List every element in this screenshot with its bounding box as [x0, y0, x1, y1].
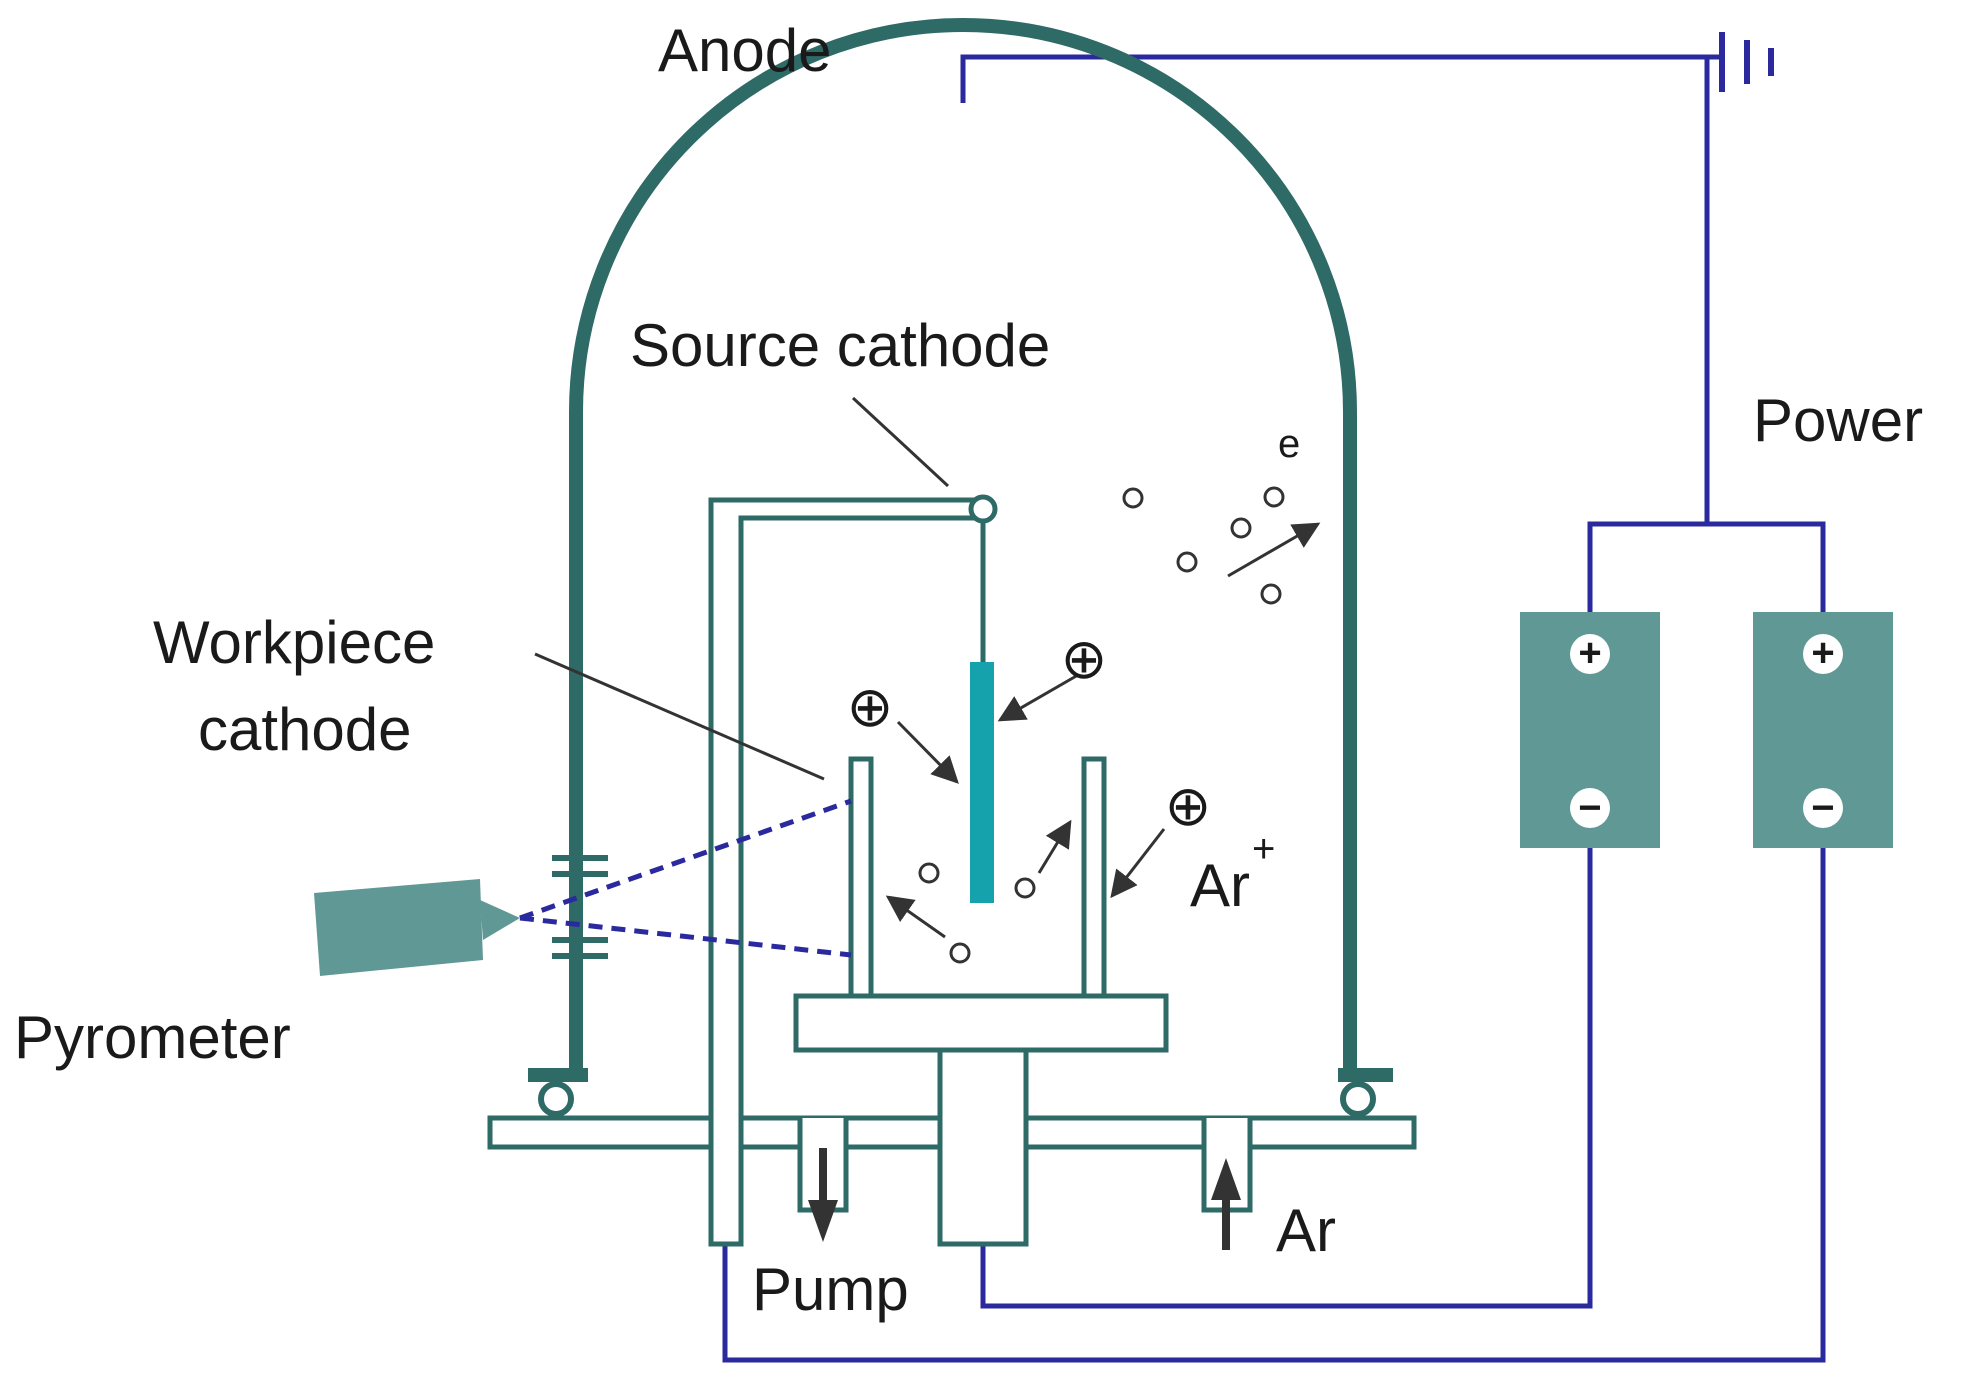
- ion-arrow-left: [896, 720, 959, 784]
- ground-symbol-icon: [1719, 32, 1774, 92]
- leader-lines: [534, 396, 950, 781]
- source-cathode-label: Source cathode: [630, 312, 1050, 379]
- ar-gas-label: Ar: [1276, 1197, 1336, 1264]
- power-supply-1: + −: [1520, 612, 1660, 848]
- left-foot: [528, 1068, 588, 1082]
- minus-sign-2: −: [1811, 786, 1834, 830]
- pyrometer-sight-lines: [519, 798, 852, 958]
- electron-arrow: [1227, 522, 1321, 578]
- ar-arrow: [1211, 1158, 1241, 1250]
- viewport-window: [552, 855, 608, 959]
- source-cathode-bar: [970, 662, 994, 903]
- pyrometer-label: Pyrometer: [14, 1004, 291, 1071]
- ar-ion-superscript: +: [1252, 827, 1275, 871]
- workpiece-cathode-left: [848, 756, 874, 1000]
- flow-arrow-icon: [808, 1148, 1241, 1250]
- ion-arrow-source: [997, 673, 1079, 722]
- source-cathode-leader: [851, 396, 950, 488]
- workpiece-stage: [793, 993, 1169, 1053]
- plus-sign-1: +: [1578, 631, 1601, 675]
- anode-label: Anode: [658, 17, 832, 84]
- particles: [918, 486, 1285, 964]
- pump-arrow: [808, 1148, 838, 1242]
- power-supply-2: + −: [1753, 612, 1893, 848]
- source-cathode-pivot: [968, 494, 998, 524]
- positive-ion-symbol-2: ⊕: [847, 675, 894, 738]
- sputter-arrow-right: [1037, 819, 1072, 874]
- ar-ion-label: Ar: [1190, 852, 1250, 919]
- pump-label: Pump: [752, 1256, 909, 1323]
- anode-wire: [960, 54, 1722, 103]
- pyrometer-icon: [314, 879, 520, 976]
- workpiece-stem: [937, 1047, 1029, 1247]
- workpiece-label-line1: Workpiece: [153, 609, 435, 676]
- ion-arrow-ar: [1110, 828, 1166, 899]
- motion-arrows: [885, 522, 1321, 939]
- minus-sign-1: −: [1578, 786, 1601, 830]
- vacuum-chamber: [528, 18, 1393, 1117]
- right-foot: [1338, 1068, 1393, 1082]
- workpiece-label-line2: cathode: [198, 696, 412, 763]
- workpiece-cathode-right: [1081, 756, 1107, 1000]
- positive-ion-symbol-1: ⊕: [1061, 627, 1108, 690]
- source-cathode-wire: [980, 848, 1593, 1309]
- left-foot-hinge: [538, 1081, 574, 1117]
- wiring: [722, 32, 1826, 1363]
- battery-top-wire: [1587, 521, 1826, 612]
- sputter-arrow-left: [885, 895, 946, 939]
- electron-label: e: [1278, 422, 1300, 466]
- plus-sign-2: +: [1811, 631, 1834, 675]
- power-label: Power: [1753, 387, 1923, 454]
- right-foot-hinge: [1340, 1081, 1376, 1117]
- anode-dome: [569, 18, 1357, 1068]
- workpiece-cathode-wire: [722, 848, 1826, 1363]
- workpiece-cathode-leader: [534, 652, 825, 781]
- workpiece-holder: [793, 756, 1169, 1247]
- positive-ion-symbol-3: ⊕: [1165, 774, 1212, 837]
